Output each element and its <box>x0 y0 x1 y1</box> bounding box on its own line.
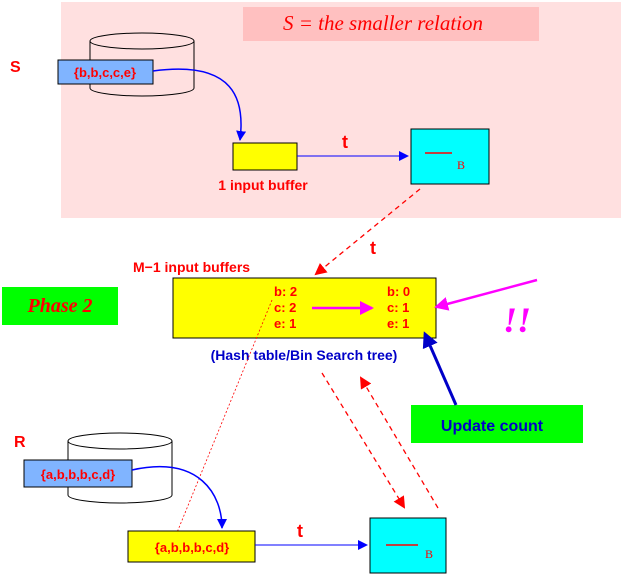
right-count-list: b: 0 c: 1 e: 1 <box>387 284 410 331</box>
r-block-label: B <box>425 547 433 561</box>
r-input-buffer <box>127 530 256 563</box>
relation-s-set: {b,b,c,c,e} <box>74 65 136 80</box>
relation-s-disk-icon <box>89 32 195 97</box>
hash-table-box <box>172 277 437 339</box>
r-to-buffer-arrow <box>131 466 227 529</box>
s-input-buffer <box>232 142 298 171</box>
s-to-buffer-arrow <box>152 68 247 141</box>
s-block-to-table-arrow <box>314 188 421 276</box>
decrement-arrow <box>434 278 538 311</box>
relation-r-label: R <box>14 434 26 451</box>
update-count-box <box>411 405 583 443</box>
phase-box <box>2 287 118 325</box>
hash-table-caption: (Hash table/Bin Search tree) <box>211 347 398 363</box>
s-tuple-label: t <box>342 132 348 152</box>
update-count-arrow <box>422 331 458 406</box>
left-count-entry: c: 2 <box>274 300 296 315</box>
right-count-entry: b: 0 <box>387 284 410 299</box>
r-input-buffer-set: {a,b,b,b,c,d} <box>155 540 229 555</box>
phase-label: Phase 2 <box>27 295 93 317</box>
s-block-label: B <box>457 158 465 172</box>
exclaim-mark: !! <box>503 300 531 340</box>
title-box <box>243 7 539 41</box>
left-count-entry: e: 1 <box>274 316 296 331</box>
hash-table-heading: M−1 input buffers <box>133 259 250 275</box>
relation-s-label: S <box>10 59 21 76</box>
right-count-entry: e: 1 <box>387 316 409 331</box>
table-tuple-label: t <box>370 238 376 258</box>
update-count-label: Update count <box>441 418 544 435</box>
table-to-r-block-arrow <box>321 372 406 509</box>
right-count-entry: c: 1 <box>387 300 409 315</box>
r-tuple-label: t <box>297 521 303 541</box>
relation-s-set-box <box>57 59 154 85</box>
left-count-list: b: 2 c: 2 e: 1 <box>274 284 297 331</box>
s-output-block <box>410 128 490 185</box>
s-input-buffer-label: 1 input buffer <box>218 177 308 193</box>
left-count-entry: b: 2 <box>274 284 297 299</box>
relation-r-set-box <box>23 459 133 488</box>
diagram-title: S = the smaller relation <box>283 11 483 35</box>
relation-r-set: {a,b,b,b,c,d} <box>41 467 115 482</box>
r-block-to-table-arrow <box>359 376 439 509</box>
